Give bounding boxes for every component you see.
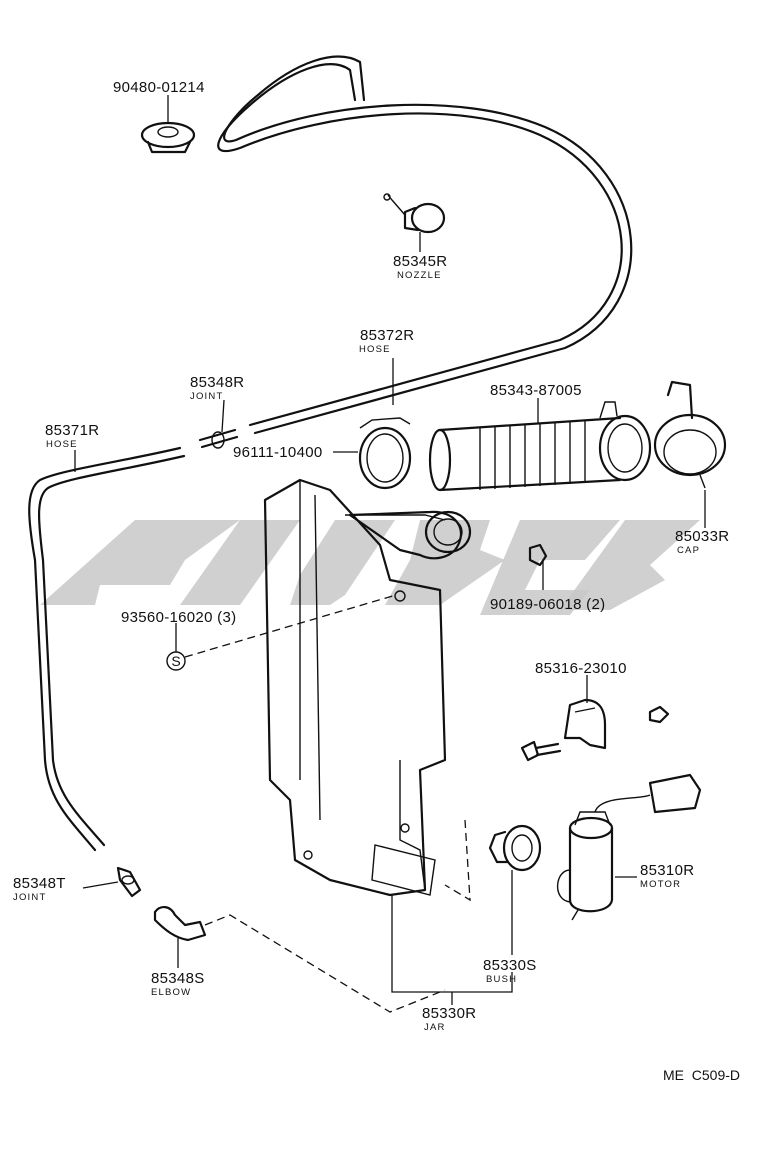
diagram-code: ME C509-D (663, 1067, 740, 1083)
washer-jar-drawing (263, 478, 472, 897)
motor-drawing (556, 773, 702, 921)
leader-lines (74, 95, 706, 1013)
label-85316-number: 85316-23010 (535, 660, 627, 677)
joint-85348r-drawing (198, 428, 239, 449)
grommet-drawing (140, 121, 196, 154)
s-marker-text: S (171, 653, 180, 669)
label-85330r-number: 85330R (422, 1005, 476, 1022)
label-85348r-name: JOINT (190, 391, 223, 402)
label-85348s-number: 85348S (151, 970, 205, 987)
label-85348s-name: ELBOW (151, 987, 191, 998)
clamp-drawing (358, 417, 412, 490)
joint-85348t-drawing (116, 866, 142, 898)
label-85348t-name: JOINT (13, 892, 46, 903)
label-85033-name: CAP (677, 545, 700, 556)
label-85310-number: 85310R (640, 862, 694, 879)
s-bolt-marker: S (166, 651, 186, 671)
label-93560-number: 93560-16020 (3) (121, 609, 236, 626)
cap-drawing (653, 380, 727, 489)
label-85345-name: NOZZLE (397, 270, 442, 281)
label-85345-number: 85345R (393, 253, 447, 270)
bush-drawing (488, 824, 542, 872)
part-labels: 90480-01214 85345R NOZZLE 85372R HOSE 85… (13, 79, 740, 1083)
label-96111-number: 96111-10400 (233, 444, 323, 461)
label-85372-name: HOSE (359, 344, 391, 355)
label-85371-number: 85371R (45, 422, 99, 439)
bracket-drawing (520, 698, 670, 762)
elbow-drawing (153, 906, 207, 942)
hose-85371r-drawing (28, 446, 186, 852)
label-90480-number: 90480-01214 (113, 79, 205, 96)
label-85348r-number: 85348R (190, 374, 244, 391)
watermark-logo (40, 520, 700, 615)
label-85310-name: MOTOR (640, 879, 681, 890)
label-85343-number: 85343-87005 (490, 382, 582, 399)
label-85330s-name: BUSH (486, 974, 517, 985)
hose-85372r-drawing (217, 55, 633, 435)
label-85330s-number: 85330S (483, 957, 537, 974)
nozzle-drawing (383, 193, 446, 234)
label-85348t-number: 85348T (13, 875, 66, 892)
label-85372-number: 85372R (360, 327, 414, 344)
label-85371-name: HOSE (46, 439, 78, 450)
label-85330r-name: JAR (424, 1022, 446, 1033)
filler-bellows-drawing (428, 401, 652, 492)
label-90189-number: 90189-06018 (2) (490, 596, 605, 613)
label-85033-number: 85033R (675, 528, 729, 545)
